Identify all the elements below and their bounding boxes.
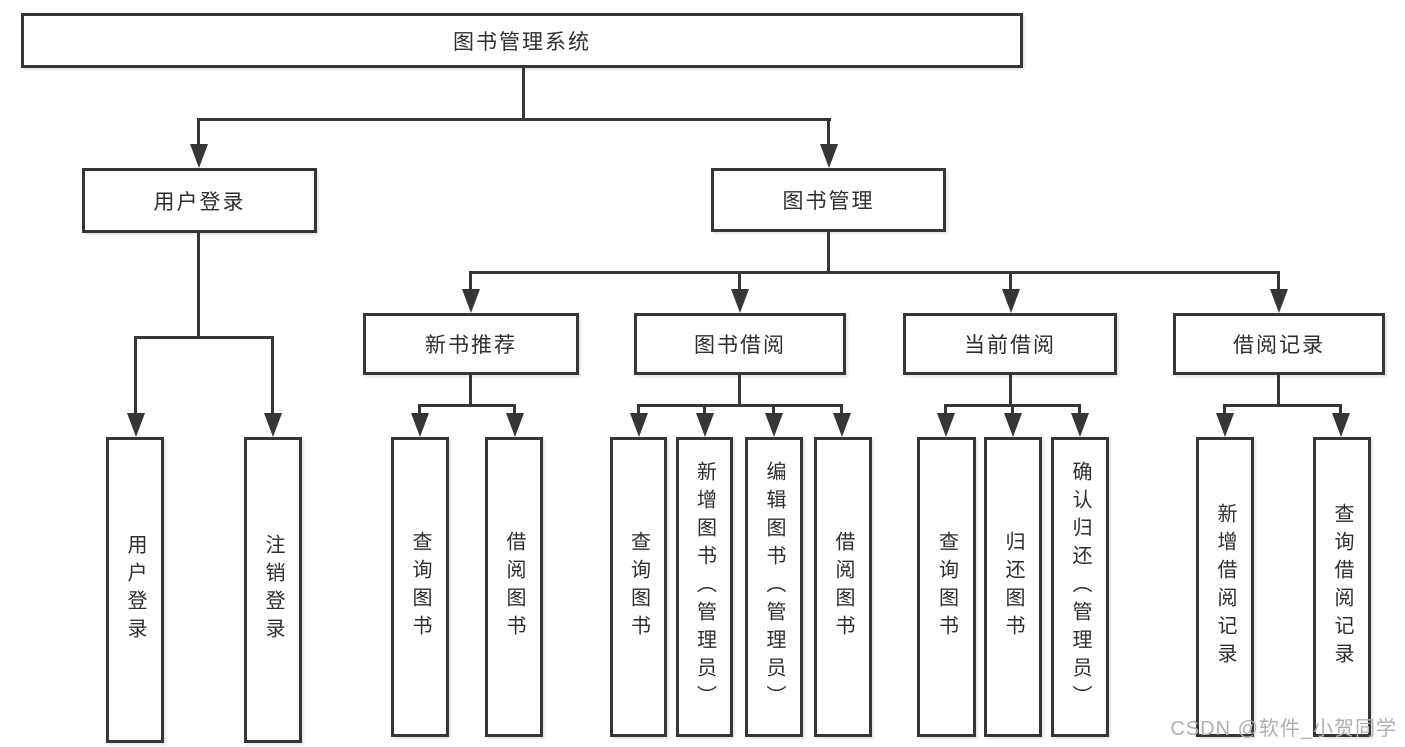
- leaf-add-borrow-record: 新增借阅记录: [1196, 437, 1254, 737]
- connector-line: [1223, 404, 1226, 416]
- node-label: 图书管理系统: [453, 30, 591, 54]
- node-label: 查询借阅记录: [1331, 503, 1353, 671]
- node-label: 查询图书: [409, 531, 431, 643]
- leaf-recommend-borrow-book: 借阅图书: [485, 437, 543, 737]
- node-label: 用户登录: [153, 190, 246, 214]
- node-book-management: 图书管理: [711, 168, 946, 232]
- arrowhead-down-icon: [1002, 289, 1020, 313]
- arrowhead-down-icon: [506, 413, 524, 437]
- leaf-query-borrow-record: 查询借阅记录: [1313, 437, 1371, 737]
- node-label: 新书推荐: [425, 334, 517, 357]
- leaf-edit-book-admin: 编辑图书（管理员）: [745, 437, 803, 737]
- arrowhead-down-icon: [820, 144, 838, 168]
- connector-line: [637, 404, 640, 416]
- connector-line: [197, 233, 200, 339]
- arrowhead-down-icon: [630, 413, 648, 437]
- node-label: 图书借阅: [694, 334, 786, 357]
- arrowhead-down-icon: [1004, 413, 1022, 437]
- arrowhead-down-icon: [462, 289, 480, 313]
- node-current-borrow: 当前借阅: [903, 313, 1117, 375]
- arrowhead-down-icon: [127, 413, 145, 437]
- connector-line: [197, 118, 200, 148]
- node-label: 查询图书: [627, 531, 650, 643]
- connector-line: [827, 232, 830, 274]
- arrowhead-down-icon: [765, 413, 783, 437]
- node-label: 借阅图书: [503, 531, 525, 643]
- node-library-management-system: 图书管理系统: [21, 13, 1023, 68]
- leaf-confirm-return-admin: 确认归还（管理员）: [1051, 437, 1109, 737]
- connector-line: [469, 375, 472, 407]
- leaf-user-login: 用户登录: [106, 437, 164, 743]
- arrowhead-down-icon: [937, 413, 955, 437]
- connector-line: [1009, 271, 1012, 291]
- connector-line: [827, 118, 830, 148]
- node-label: 查询图书: [935, 531, 958, 643]
- leaf-current-query-book: 查询图书: [917, 437, 976, 737]
- connector-line: [1277, 375, 1280, 407]
- node-label: 确认归还（管理员）: [1069, 461, 1091, 713]
- arrowhead-down-icon: [833, 413, 851, 437]
- node-borrow-records: 借阅记录: [1173, 313, 1385, 375]
- connector-line: [1339, 404, 1342, 416]
- arrowhead-down-icon: [1332, 413, 1350, 437]
- connector-line: [1011, 404, 1014, 416]
- connector-line: [271, 336, 274, 416]
- arrowhead-down-icon: [696, 413, 714, 437]
- connector-line: [469, 271, 472, 291]
- csdn-watermark: CSDN @软件_小贺同学: [1170, 718, 1397, 740]
- connector-line: [772, 404, 775, 416]
- node-label: 借阅图书: [832, 531, 854, 643]
- arrowhead-down-icon: [1071, 413, 1089, 437]
- node-label: 借阅记录: [1233, 334, 1325, 357]
- connector-line: [197, 118, 831, 121]
- node-label: 注销登录: [262, 534, 284, 646]
- connector-line: [1078, 404, 1081, 416]
- node-label: 编辑图书（管理员）: [763, 461, 785, 713]
- connector-line: [522, 68, 525, 121]
- arrowhead-down-icon: [411, 413, 429, 437]
- arrowhead-down-icon: [1270, 289, 1288, 313]
- arrowhead-down-icon: [1216, 413, 1234, 437]
- connector-line: [134, 336, 274, 339]
- arrowhead-down-icon: [264, 413, 282, 437]
- node-label: 用户登录: [124, 534, 146, 646]
- connector-line: [1277, 271, 1280, 291]
- node-label: 归还图书: [1002, 531, 1024, 643]
- connector-line: [944, 404, 947, 416]
- arrowhead-down-icon: [190, 144, 208, 168]
- connector-line: [703, 404, 706, 416]
- node-new-book-recommend: 新书推荐: [363, 313, 579, 375]
- connector-line: [1009, 375, 1012, 407]
- connector-line: [738, 375, 741, 407]
- connector-line: [418, 404, 421, 416]
- connector-line: [637, 404, 843, 407]
- leaf-recommend-query-book: 查询图书: [391, 437, 449, 737]
- connector-line: [840, 404, 843, 416]
- arrowhead-down-icon: [731, 289, 749, 313]
- connector-line: [738, 271, 741, 291]
- leaf-logout: 注销登录: [244, 437, 302, 743]
- node-label: 当前借阅: [964, 334, 1056, 357]
- connector-line: [513, 404, 516, 416]
- connector-line: [418, 404, 516, 407]
- node-book-borrow: 图书借阅: [634, 313, 846, 375]
- leaf-borrow-book: 借阅图书: [814, 437, 872, 737]
- node-label: 新增图书（管理员）: [693, 461, 716, 713]
- leaf-return-book: 归还图书: [984, 437, 1042, 737]
- connector-line: [1223, 404, 1342, 407]
- node-label: 图书管理: [782, 190, 875, 213]
- leaf-borrow-query-book: 查询图书: [610, 437, 667, 737]
- connector-line: [134, 336, 137, 416]
- connector-line: [469, 271, 1280, 274]
- leaf-add-book-admin: 新增图书（管理员）: [676, 437, 733, 737]
- node-user-login: 用户登录: [82, 168, 317, 233]
- node-label: 新增借阅记录: [1214, 503, 1236, 671]
